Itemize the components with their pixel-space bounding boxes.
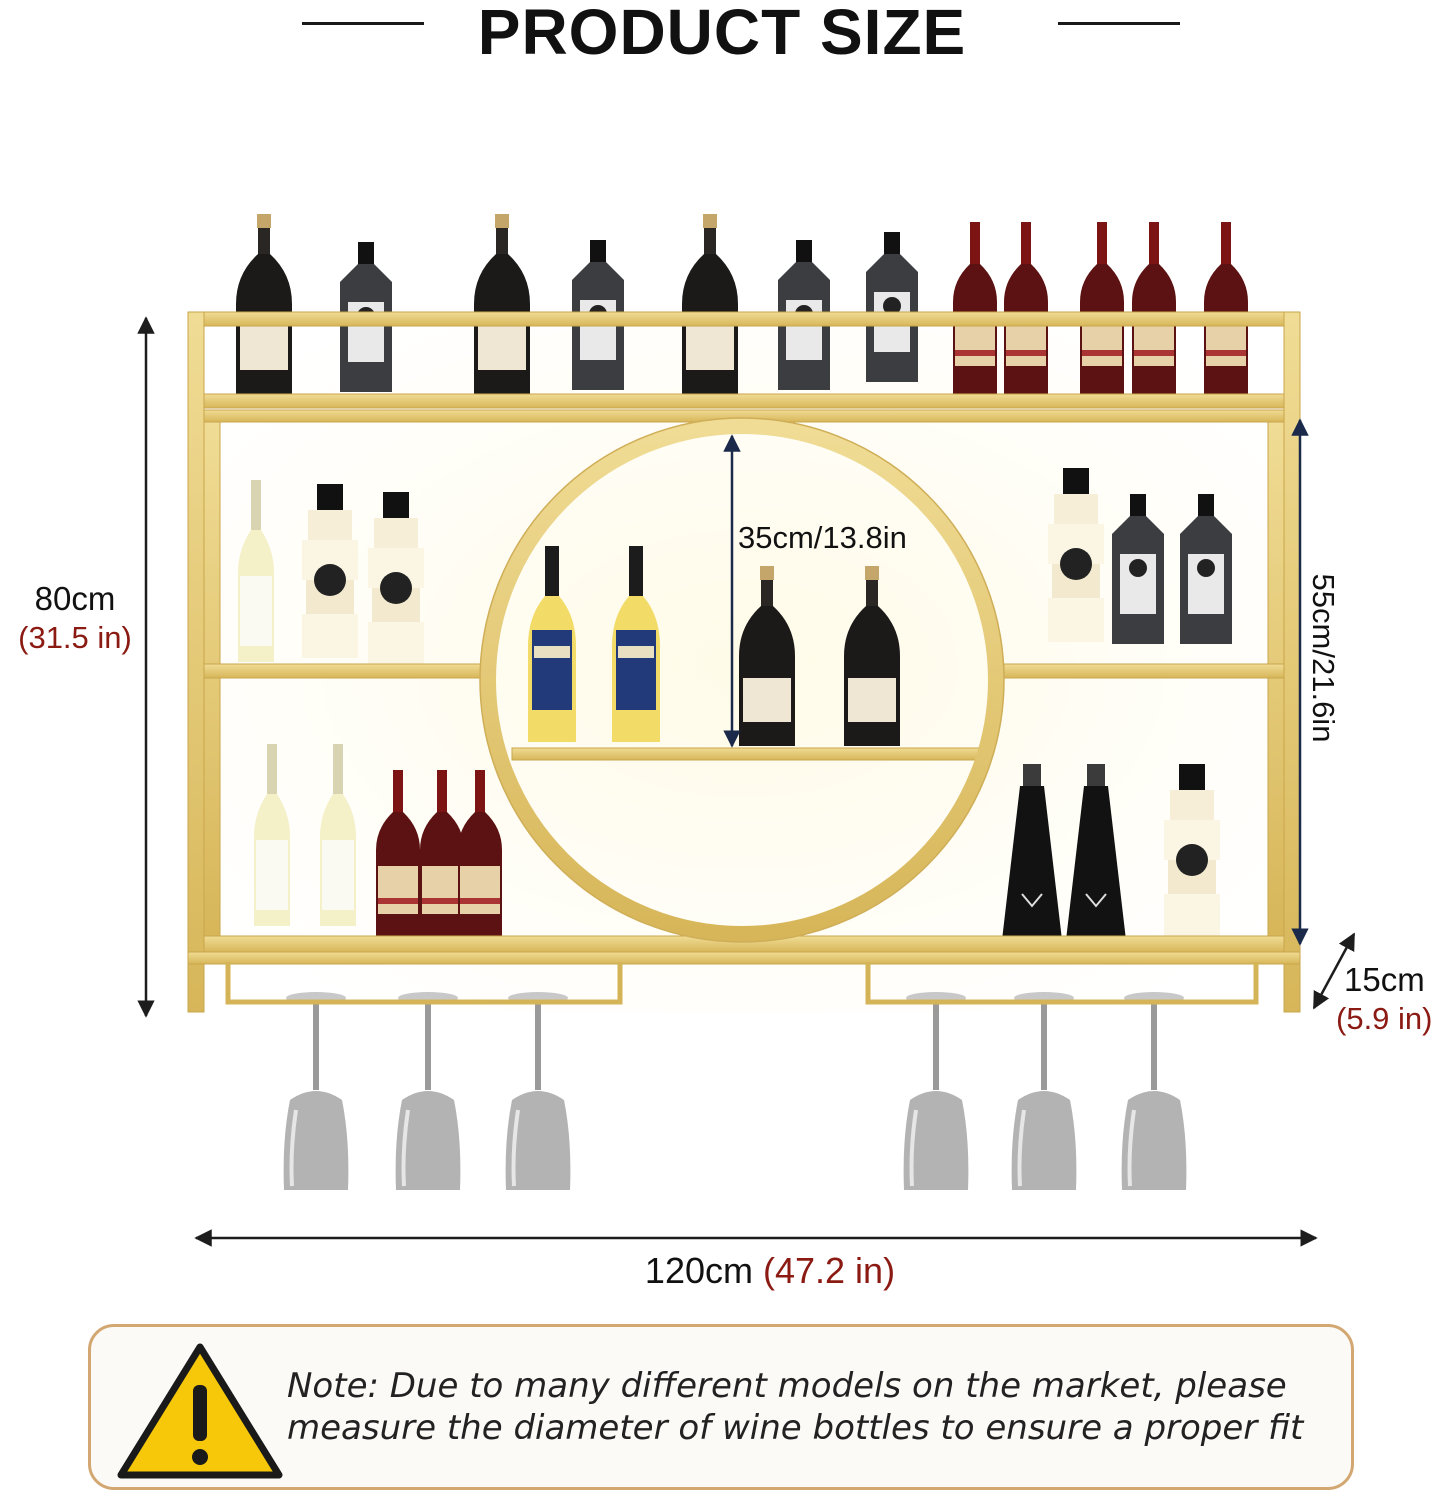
depth-dimension-line — [1312, 932, 1356, 1010]
page-title: PRODUCT SIZE — [477, 0, 967, 68]
width-label: 120cm (47.2 in) — [560, 1252, 980, 1290]
warning-icon — [117, 1343, 283, 1479]
title-rule-left — [302, 22, 424, 25]
depth-imperial: (5.9 in) — [1336, 1001, 1433, 1036]
depth-label: 15cm (5.9 in) — [1336, 961, 1444, 1038]
title-rule-right — [1058, 22, 1180, 25]
circle-frame — [480, 418, 1004, 942]
note-text: Note: Due to many different models on th… — [287, 1366, 1304, 1448]
note-box: Note: Due to many different models on th… — [88, 1324, 1354, 1490]
height-label: 80cm (31.5 in) — [14, 580, 136, 657]
wine-rack-diagram — [137, 214, 1356, 1247]
side-shelf-value: 55cm/21.6in — [1306, 573, 1341, 743]
height-imperial: (31.5 in) — [18, 620, 132, 655]
width-imperial: (47.2 in) — [763, 1250, 896, 1291]
gold-frame — [187, 311, 1301, 1013]
width-value: 120cm — [644, 1250, 753, 1291]
depth-value: 15cm — [1344, 961, 1425, 998]
circle-shelf-label: 35cm/13.8in — [738, 520, 907, 555]
hanging-wine-glasses — [281, 990, 1189, 1192]
side-shelf-label: 55cm/21.6in — [1303, 548, 1343, 768]
height-value: 80cm — [34, 580, 116, 617]
